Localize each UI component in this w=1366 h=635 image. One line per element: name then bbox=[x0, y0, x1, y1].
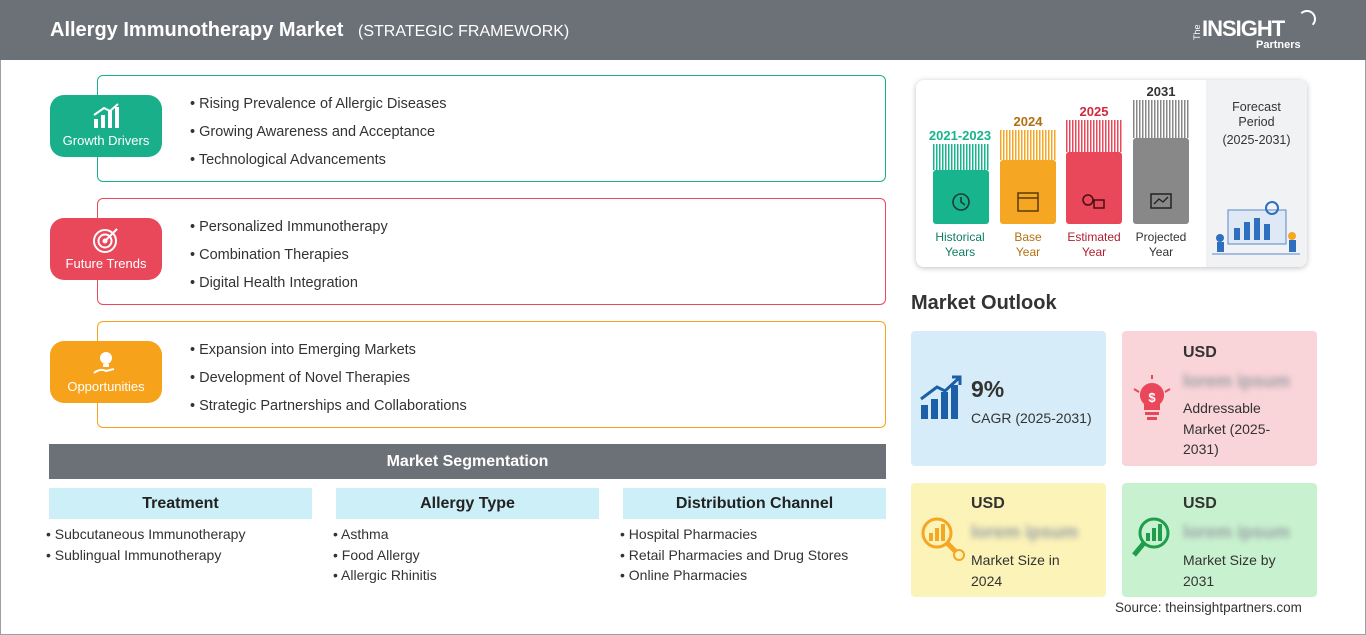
base-year: 2024 bbox=[1013, 114, 1043, 129]
page-title: Allergy Immunotherapy Market bbox=[50, 19, 344, 41]
historical-year: 2021-2023 bbox=[928, 128, 992, 143]
list-item: Expansion into Emerging Markets bbox=[190, 336, 467, 364]
list-item: Personalized Immunotherapy bbox=[190, 213, 388, 241]
analytics-illustration-icon bbox=[1212, 201, 1300, 255]
future-trends-label: Future Trends bbox=[65, 256, 147, 271]
size-2024-value-blurred: lorem ipsum bbox=[971, 522, 1079, 542]
target-icon bbox=[93, 228, 118, 253]
historical-bar bbox=[933, 144, 989, 224]
list-item: Development of Novel Therapies bbox=[190, 364, 467, 392]
size-2024-label: Market Size in 2024 bbox=[971, 550, 1060, 591]
growth-chart-icon bbox=[93, 103, 119, 128]
estimated-label-line2: Year bbox=[1081, 245, 1107, 259]
size-2031-label: Market Size by 2031 bbox=[1183, 550, 1276, 591]
market-outlook-title: Market Outlook bbox=[911, 292, 1057, 314]
estimated-label: Estimated Year bbox=[1060, 230, 1128, 260]
growth-drivers-badge: Growth Drivers bbox=[50, 95, 162, 157]
historical-label-line2: Years bbox=[944, 245, 976, 259]
size-2024-label-line1: Market Size in bbox=[971, 552, 1060, 568]
lightbulb-hand-icon bbox=[93, 352, 115, 374]
segment-heading-allergy-type: Allergy Type bbox=[336, 488, 599, 519]
page-subtitle: (STRATEGIC FRAMEWORK) bbox=[358, 23, 570, 40]
list-item: Allergic Rhinitis bbox=[333, 565, 437, 586]
cagr-value: 9% bbox=[971, 376, 1005, 402]
forecast-line2: Period bbox=[1238, 115, 1275, 129]
logo-the: The bbox=[1192, 24, 1202, 40]
market-size-2024-card: USD lorem ipsum Market Size in 2024 bbox=[911, 483, 1106, 597]
size-2031-value-blurred: lorem ipsum bbox=[1183, 522, 1291, 542]
base-bar bbox=[1000, 130, 1056, 224]
projected-label-line1: Projected bbox=[1135, 230, 1187, 244]
growth-drivers-list: Rising Prevalence of Allergic Diseases G… bbox=[190, 90, 447, 174]
addressable-label-line1: Addressable bbox=[1183, 400, 1261, 416]
magnifier-chart-icon bbox=[921, 517, 965, 561]
cagr-card: 9% CAGR (2025-2031) bbox=[911, 331, 1106, 466]
opportunities-badge: Opportunities bbox=[50, 341, 162, 403]
list-item: Asthma bbox=[333, 524, 437, 545]
segment-heading-treatment: Treatment bbox=[49, 488, 312, 519]
logo-partners: Partners bbox=[1256, 39, 1301, 51]
list-item: Technological Advancements bbox=[190, 146, 447, 174]
addressable-label-line2: Market (2025- bbox=[1183, 420, 1271, 437]
segment-heading-distribution-channel: Distribution Channel bbox=[623, 488, 886, 519]
size-2031-usd: USD bbox=[1183, 495, 1217, 512]
addressable-label-line3: 2031) bbox=[1183, 441, 1219, 457]
addressable-usd: USD bbox=[1183, 344, 1217, 361]
projected-label-line2: Year bbox=[1148, 245, 1174, 259]
list-item: Hospital Pharmacies bbox=[620, 524, 848, 545]
cagr-label: CAGR (2025-2031) bbox=[971, 410, 1092, 426]
size-2024-label-line2: 2024 bbox=[971, 572, 1003, 589]
market-size-2031-card: USD lorem ipsum Market Size by 2031 bbox=[1122, 483, 1317, 597]
base-label-line2: Year bbox=[1015, 245, 1041, 259]
opportunities-label: Opportunities bbox=[67, 379, 145, 394]
list-item: Combination Therapies bbox=[190, 241, 388, 269]
logo-insight: INSIGHT bbox=[1202, 16, 1285, 41]
list-item: Rising Prevalence of Allergic Diseases bbox=[190, 90, 446, 118]
future-trends-badge: Future Trends bbox=[50, 218, 162, 280]
growth-chart-icon bbox=[920, 375, 962, 419]
growth-drivers-label: Growth Drivers bbox=[62, 133, 150, 148]
opportunities-list: Expansion into Emerging Markets Developm… bbox=[190, 336, 467, 420]
projected-bar bbox=[1133, 100, 1189, 224]
estimated-year: 2025 bbox=[1079, 104, 1109, 119]
projected-year: 2031 bbox=[1146, 84, 1176, 99]
magnifier-chart-icon bbox=[1132, 517, 1170, 557]
forecast-line1: Forecast bbox=[1232, 100, 1281, 114]
market-segmentation-header: Market Segmentation bbox=[49, 444, 886, 479]
estimated-bar bbox=[1066, 120, 1122, 224]
base-label-line1: Base bbox=[1014, 230, 1042, 244]
list-item: Online Pharmacies bbox=[620, 565, 848, 586]
segment-list-allergy-type: Asthma Food Allergy Allergic Rhinitis bbox=[333, 524, 437, 586]
list-item: Sublingual Immunotherapy bbox=[46, 545, 245, 566]
future-trends-list: Personalized Immunotherapy Combination T… bbox=[190, 213, 388, 297]
addressable-market-card: $ USD lorem ipsum Addressable Market (20… bbox=[1122, 331, 1317, 466]
base-label: Base Year bbox=[1000, 230, 1056, 260]
list-item: Growing Awareness and Acceptance bbox=[190, 118, 447, 146]
estimated-label-line1: Estimated bbox=[1067, 230, 1121, 244]
segment-list-treatment: Subcutaneous Immunotherapy Sublingual Im… bbox=[46, 524, 246, 566]
list-item: Food Allergy bbox=[333, 545, 437, 566]
segment-list-distribution-channel: Hospital Pharmacies Retail Pharmacies an… bbox=[620, 524, 848, 586]
historical-label: Historical Years bbox=[925, 230, 995, 260]
source-credit: Source: theinsightpartners.com bbox=[1115, 600, 1302, 615]
list-item: Strategic Partnerships and Collaboration… bbox=[190, 392, 467, 420]
forecast-range: (2025-2031) bbox=[1222, 133, 1291, 147]
forecast-period-panel: Forecast Period (2025-2031) bbox=[1206, 80, 1307, 267]
svg-text:$: $ bbox=[1148, 390, 1156, 405]
addressable-label: Addressable Market (2025- 2031) bbox=[1183, 398, 1270, 460]
historical-label-line1: Historical bbox=[935, 230, 985, 244]
size-2031-label-line2: 2031 bbox=[1183, 572, 1215, 589]
logo-arc-icon bbox=[1298, 10, 1316, 28]
dollar-bulb-icon: $ bbox=[1133, 375, 1171, 420]
list-item: Digital Health Integration bbox=[190, 269, 388, 297]
list-item: Retail Pharmacies and Drug Stores bbox=[620, 545, 848, 566]
header-bar: Allergy Immunotherapy Market (STRATEGIC … bbox=[0, 0, 1366, 60]
insight-partners-logo[interactable]: The INSIGHT Partners bbox=[1192, 10, 1322, 52]
projected-label: Projected Year bbox=[1128, 230, 1194, 260]
addressable-value-blurred: lorem ipsum bbox=[1183, 371, 1291, 391]
size-2031-label-line1: Market Size by bbox=[1183, 552, 1276, 568]
list-item: Subcutaneous Immunotherapy bbox=[46, 524, 246, 545]
size-2024-usd: USD bbox=[971, 495, 1005, 512]
